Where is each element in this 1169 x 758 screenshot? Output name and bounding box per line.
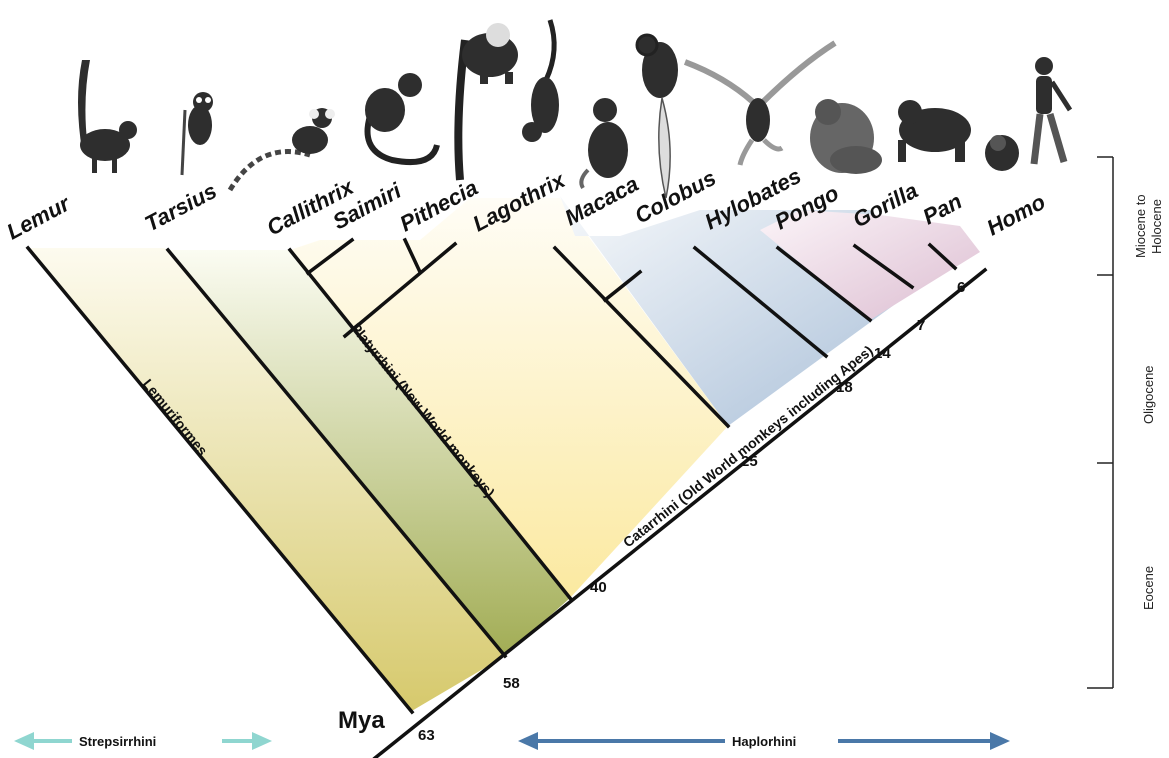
strepsirrhini-arrow: Strepsirrhini (14, 732, 272, 750)
animal-illustrations (78, 20, 1070, 198)
lemur-illustration (78, 60, 137, 173)
age-25: 25 (741, 453, 758, 470)
age-63: 63 (418, 727, 435, 744)
epoch-miocene-line1: Miocene to (1133, 194, 1148, 258)
haplorhini-arrow: Haplorhini (518, 732, 1010, 750)
epoch-oligocene: Oligocene (1141, 365, 1156, 424)
pithecia-illustration (458, 23, 518, 180)
strepsirrhini-arrow-left-head (14, 732, 34, 750)
tarsius-illustration (182, 92, 213, 175)
colobus-illustration (637, 35, 678, 198)
age-6: 6 (957, 279, 965, 296)
epoch-eocene: Eocene (1141, 566, 1156, 610)
strepsirrhini-arrow-right-head (252, 732, 272, 750)
homo-illustration (1034, 57, 1070, 164)
haplorhini-arrow-left-head (518, 732, 538, 750)
taxon-tarsius: Tarsius (141, 178, 221, 236)
age-40: 40 (590, 579, 607, 596)
macaca-illustration (581, 98, 628, 188)
epoch-timeline: Miocene to Holocene Oligocene Eocene (1087, 157, 1164, 688)
lagothrix-illustration (522, 20, 559, 142)
mya-label: Mya (338, 707, 385, 734)
age-18: 18 (836, 379, 853, 396)
callithrix-illustration (230, 108, 335, 190)
taxon-homo: Homo (983, 189, 1050, 240)
pongo-illustration (810, 99, 882, 174)
age-58: 58 (503, 675, 520, 692)
age-7: 7 (917, 317, 925, 334)
haplorhini-label: Haplorhini (732, 734, 796, 749)
epoch-miocene-line2: Holocene (1149, 199, 1164, 254)
age-14: 14 (874, 345, 891, 362)
strepsirrhini-label: Strepsirrhini (79, 734, 156, 749)
pan-illustration (985, 135, 1019, 171)
haplorhini-arrow-right-head (990, 732, 1010, 750)
gorilla-illustration (898, 100, 971, 162)
taxon-lemur: Lemur (3, 190, 75, 244)
taxon-macaca: Macaca (561, 171, 643, 230)
saimiri-illustration (365, 73, 437, 162)
